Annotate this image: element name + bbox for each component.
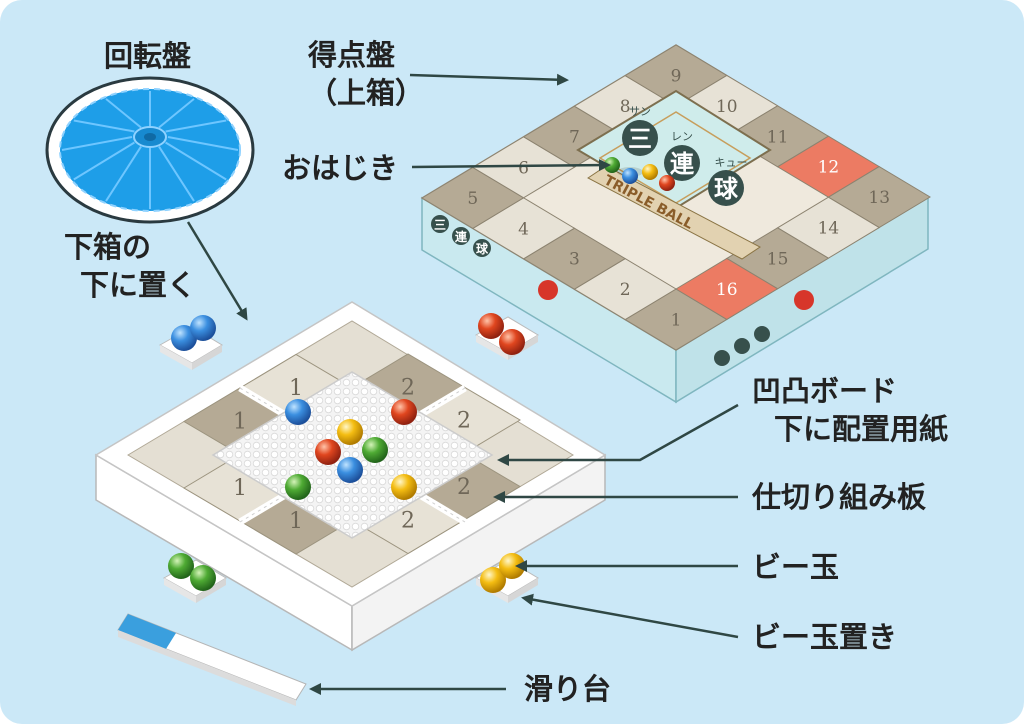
turntable-spoke	[165, 141, 227, 181]
tray-number: 1	[289, 509, 303, 534]
score-number: 7	[569, 128, 580, 148]
score-number: 9	[671, 67, 682, 87]
turntable-spoke	[167, 136, 239, 151]
turntable-spoke	[158, 98, 195, 129]
arrow-marble-holder	[521, 593, 739, 639]
title-kanji-3: 球	[714, 175, 739, 203]
arrow-under-box	[186, 221, 248, 321]
holder-red	[474, 313, 539, 360]
game-tray: 1 1 1 2 2 2 2 1	[94, 301, 607, 652]
label-scoreboard: 得点盤 （上箱）	[308, 36, 424, 112]
turntable-spoke	[158, 145, 195, 202]
score-number: 8	[620, 97, 631, 117]
tray-number: 2	[457, 475, 471, 500]
title-kanji-2: 連	[670, 150, 695, 178]
label-peg-board: 凹凸ボード 下に配置用紙	[752, 372, 948, 448]
score-number: 11	[767, 127, 789, 147]
label-scoreboard-line2: （上箱）	[308, 76, 425, 110]
tray-number: 1	[233, 476, 247, 501]
turntable-spoke	[105, 145, 142, 202]
board-marbles	[285, 399, 417, 500]
arrow-peg-board	[497, 403, 739, 466]
label-marble-stand: おはじき	[282, 151, 399, 185]
holder-green	[162, 553, 227, 603]
score-number: 4	[518, 219, 529, 239]
score-number: 1	[671, 311, 682, 331]
holder-blue	[158, 315, 223, 370]
title-ruby-3: キュー	[715, 156, 748, 169]
label-marble-holder: ビー玉置き	[752, 620, 898, 654]
label-scoreboard-line1: 得点盤	[308, 38, 396, 72]
label-marble: ビー玉	[752, 550, 840, 584]
label-divider: 仕切り組み板	[752, 480, 927, 514]
arrow-marble-stand	[411, 159, 611, 172]
score-number: 13	[868, 188, 890, 208]
tray-number: 2	[457, 408, 471, 433]
label-peg-board-line2: 下に配置用紙	[774, 412, 949, 446]
turntable-spoke	[61, 136, 133, 151]
label-peg-board-line1: 凹凸ボード	[752, 374, 898, 408]
score-tile	[675, 257, 779, 320]
label-under-box-line1: 下箱の	[64, 230, 152, 264]
score-number: 16	[716, 280, 738, 300]
tray-number: 2	[401, 508, 415, 533]
score-number: 10	[716, 97, 738, 117]
label-turntable: 回転盤	[104, 39, 192, 73]
title-kanji-1: 三	[628, 125, 652, 153]
label-slide: 滑り台	[524, 672, 612, 706]
slide-illustration	[117, 613, 307, 706]
label-under-box-line2: 下に置く	[80, 268, 197, 302]
peg-board	[211, 371, 494, 539]
score-number: 3	[569, 250, 580, 270]
label-under-box: 下箱の 下に置く	[64, 228, 196, 304]
tray-number: 1	[233, 409, 247, 434]
score-number: 2	[620, 280, 631, 300]
side-title-3: 球	[476, 241, 489, 256]
turntable-spoke	[73, 141, 135, 181]
tray-number: 1	[289, 376, 303, 401]
score-number: 15	[767, 249, 789, 269]
title-ruby-2: レン	[671, 130, 693, 143]
score-number: 12	[818, 158, 840, 178]
turntable-spoke	[165, 119, 227, 133]
turntable-spoke	[73, 119, 135, 133]
score-number: 14	[818, 219, 840, 239]
marble-holders	[158, 313, 539, 603]
tray-number: 2	[401, 375, 415, 400]
turntable-illustration	[45, 76, 255, 224]
score-number: 6	[518, 158, 529, 178]
title-ruby-1: サン	[629, 105, 651, 118]
score-number: 5	[467, 189, 478, 209]
arrow-scoreboard	[409, 73, 569, 86]
turntable-spoke	[105, 98, 142, 129]
side-title-1: 三	[434, 218, 446, 232]
side-title-2: 連	[455, 229, 468, 244]
